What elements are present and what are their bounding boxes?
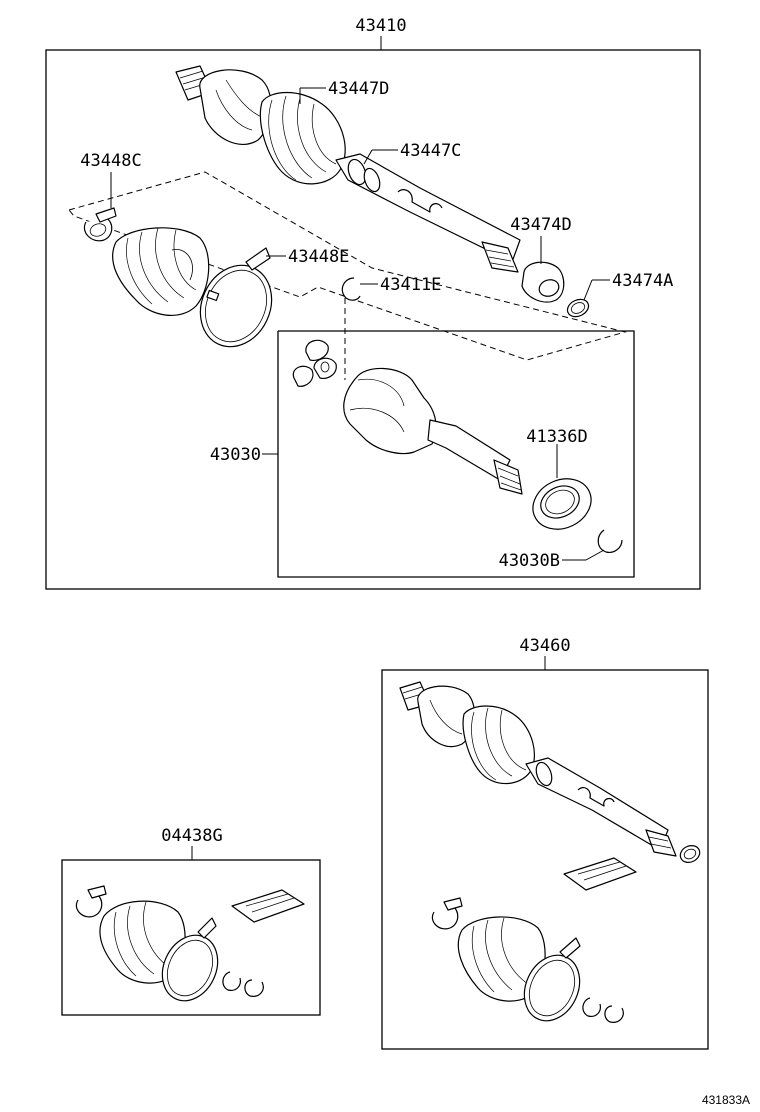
kit-dashed-outline <box>68 171 627 361</box>
rear-snap-ring-a <box>582 997 601 1017</box>
drive-shaft-rear <box>399 681 701 863</box>
inner-spline <box>481 241 519 273</box>
rear-small-clamp <box>431 905 459 930</box>
label-43447D: 43447D <box>328 79 389 99</box>
kit-small-clamp <box>75 893 103 918</box>
label-43474A: 43474A <box>612 271 673 291</box>
grease-pack-rear <box>563 857 637 891</box>
label-43448E: 43448E <box>288 247 349 267</box>
label-43411E: 43411E <box>380 275 441 295</box>
label-04438G: 04438G <box>161 826 222 846</box>
shaft-break <box>397 189 443 213</box>
front-assembly-group: 43410 <box>45 16 701 590</box>
boot-kit-frame <box>61 859 321 1016</box>
boot-kit-group: 04438G <box>61 826 321 1016</box>
ring-part <box>566 298 590 318</box>
label-43410: 43410 <box>355 16 406 36</box>
label-43447C: 43447C <box>400 141 461 161</box>
drive-shaft-front <box>175 65 521 273</box>
label-43460: 43460 <box>519 636 570 656</box>
tripod-part <box>292 339 337 387</box>
label-43030B: 43030B <box>499 551 560 571</box>
snap-ring-part <box>341 277 361 301</box>
label-43474D: 43474D <box>510 215 571 235</box>
kit-snap-ring-a <box>222 971 241 991</box>
rear-ring-part <box>679 845 701 863</box>
figure-code: 431833A <box>702 1093 750 1107</box>
snap-ring-b-part <box>597 529 623 553</box>
dust-seal-part <box>532 478 592 530</box>
small-clamp-part <box>83 207 117 242</box>
inboard-joint-frame <box>277 330 635 578</box>
outer-cv-joint <box>199 69 272 145</box>
kit-grease-pack <box>231 889 305 923</box>
kit-snap-ring-b <box>244 979 264 997</box>
label-41336D: 41336D <box>526 427 587 447</box>
rear-boot-part <box>457 916 546 1002</box>
inboard-joint-housing <box>343 367 523 495</box>
inner-boot-part <box>112 227 210 316</box>
rear-assembly-group: 43460 <box>381 636 709 1050</box>
outer-boot <box>259 92 346 185</box>
label-43030: 43030 <box>210 445 261 465</box>
bearing-part <box>521 261 565 303</box>
front-assembly-frame <box>45 49 701 590</box>
label-43448C: 43448C <box>80 151 141 171</box>
rear-snap-ring-b <box>604 1005 624 1023</box>
shaft-collar <box>347 158 367 186</box>
large-clamp-part <box>199 247 273 348</box>
